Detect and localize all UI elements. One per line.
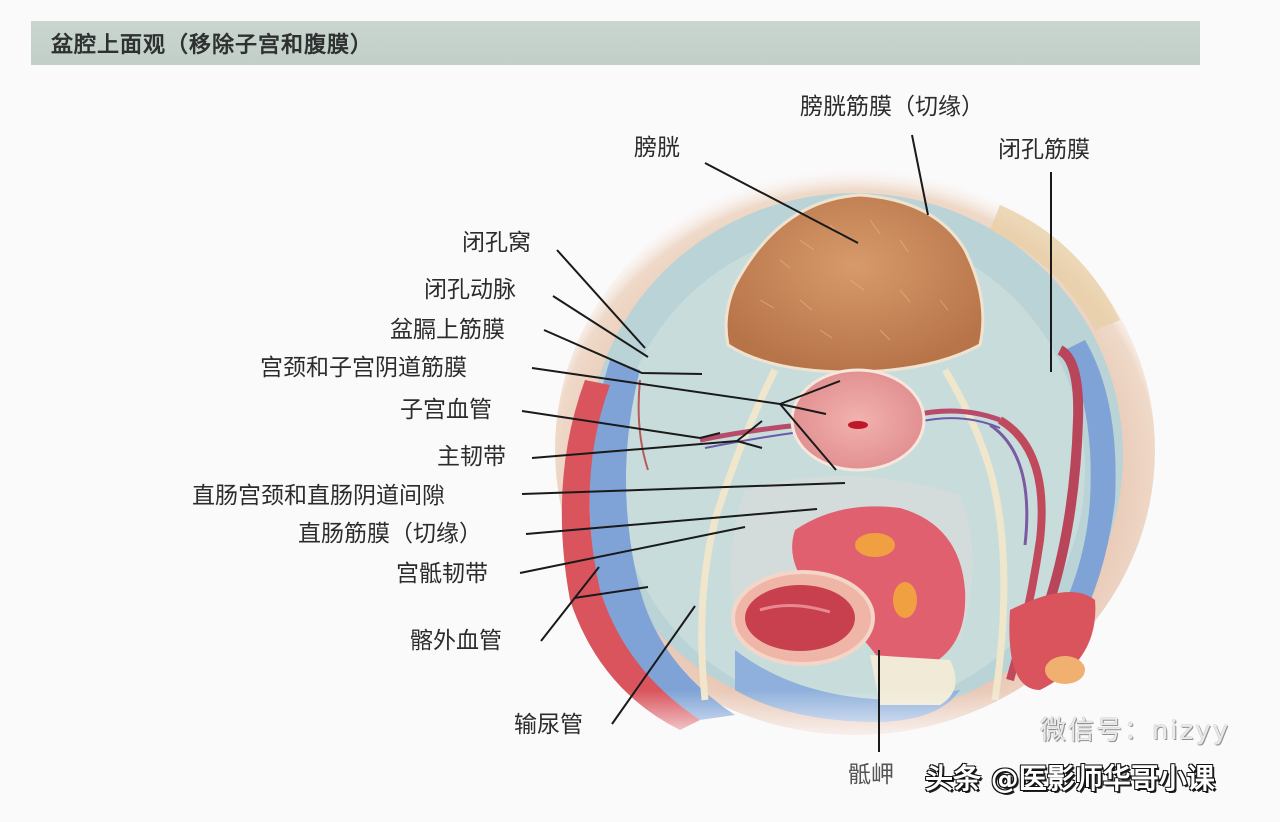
label-obturator-fascia: 闭孔筋膜 — [998, 137, 1090, 163]
label-uterosacral-ligament: 宫骶韧带 — [396, 561, 488, 587]
label-bladder-fascia: 膀胱筋膜（切缘） — [800, 94, 984, 120]
label-bladder: 膀胱 — [634, 135, 680, 161]
label-uterine-vessels: 子宫血管 — [400, 397, 492, 423]
right-vessels — [989, 340, 1116, 690]
leader-lines — [519, 134, 1052, 752]
right-rim-bone — [990, 205, 1120, 330]
left-ureter — [698, 368, 779, 701]
cervix-stump — [790, 368, 926, 472]
label-rectal-fascia: 直肠筋膜（切缘） — [298, 521, 482, 547]
label-sacral-promontory: 骶岬 — [848, 762, 894, 788]
label-superior-fascia-pelvic-diaphragm: 盆膈上筋膜 — [390, 317, 505, 343]
label-cervical-uterovaginal-fascia: 宫颈和子宫阴道筋膜 — [260, 355, 467, 381]
label-cardinal-ligament: 主韧带 — [437, 444, 506, 470]
label-obturator-fossa: 闭孔窝 — [462, 230, 531, 256]
wechat-watermark: 微信号：nizyy — [1040, 716, 1231, 746]
right-ureter — [941, 368, 1008, 701]
label-obturator-artery: 闭孔动脉 — [424, 277, 516, 303]
label-rectovaginal-space: 直肠宫颈和直肠阴道间隙 — [192, 483, 445, 509]
label-ureter: 输尿管 — [514, 712, 583, 738]
page-title: 盆腔上面观（移除子宫和腹膜） — [51, 33, 374, 58]
title-bar: 盆腔上面观（移除子宫和腹膜） — [31, 21, 1200, 65]
rectum — [731, 506, 966, 666]
toutiao-watermark: 头条 @医影师华哥小课 — [925, 762, 1215, 795]
label-external-iliac-vessels: 髂外血管 — [410, 628, 502, 654]
